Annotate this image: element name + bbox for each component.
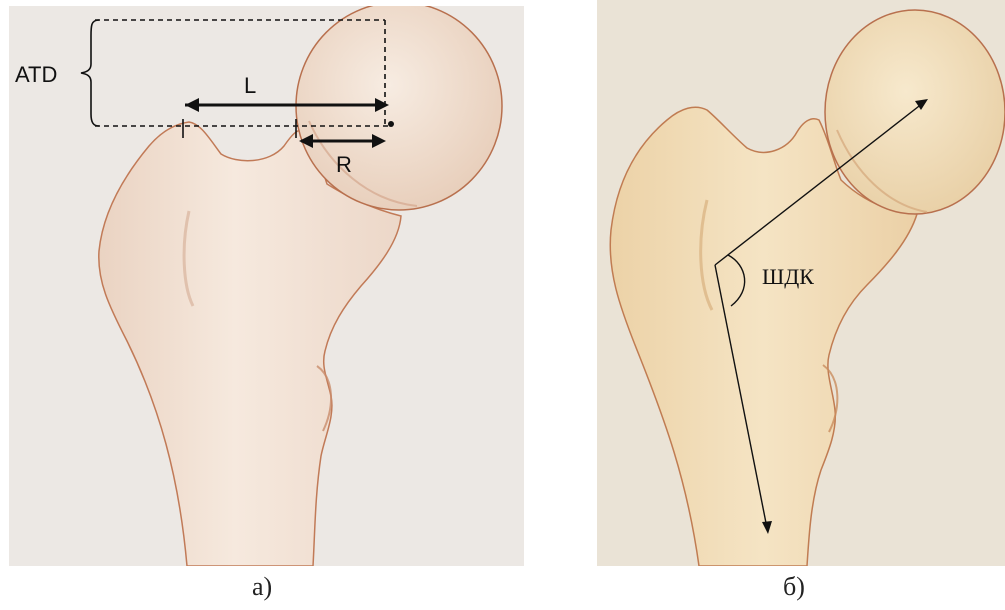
l-label: L [244, 73, 256, 98]
femoral-head-b [825, 10, 1005, 214]
angle-label: ШДК [762, 264, 814, 289]
panel-b-illustration: ШДК [597, 0, 1005, 566]
head-center-dot [388, 121, 394, 127]
r-label: R [336, 152, 352, 177]
atd-label: ATD [15, 62, 57, 87]
caption-b: б) [783, 571, 805, 603]
panel-a-figure: ATD L R [9, 6, 524, 566]
panel-b-figure: ШДК [597, 0, 1005, 566]
caption-a: а) [252, 571, 272, 603]
panel-a-illustration: ATD L R [9, 6, 524, 566]
femoral-head-a [296, 6, 502, 210]
